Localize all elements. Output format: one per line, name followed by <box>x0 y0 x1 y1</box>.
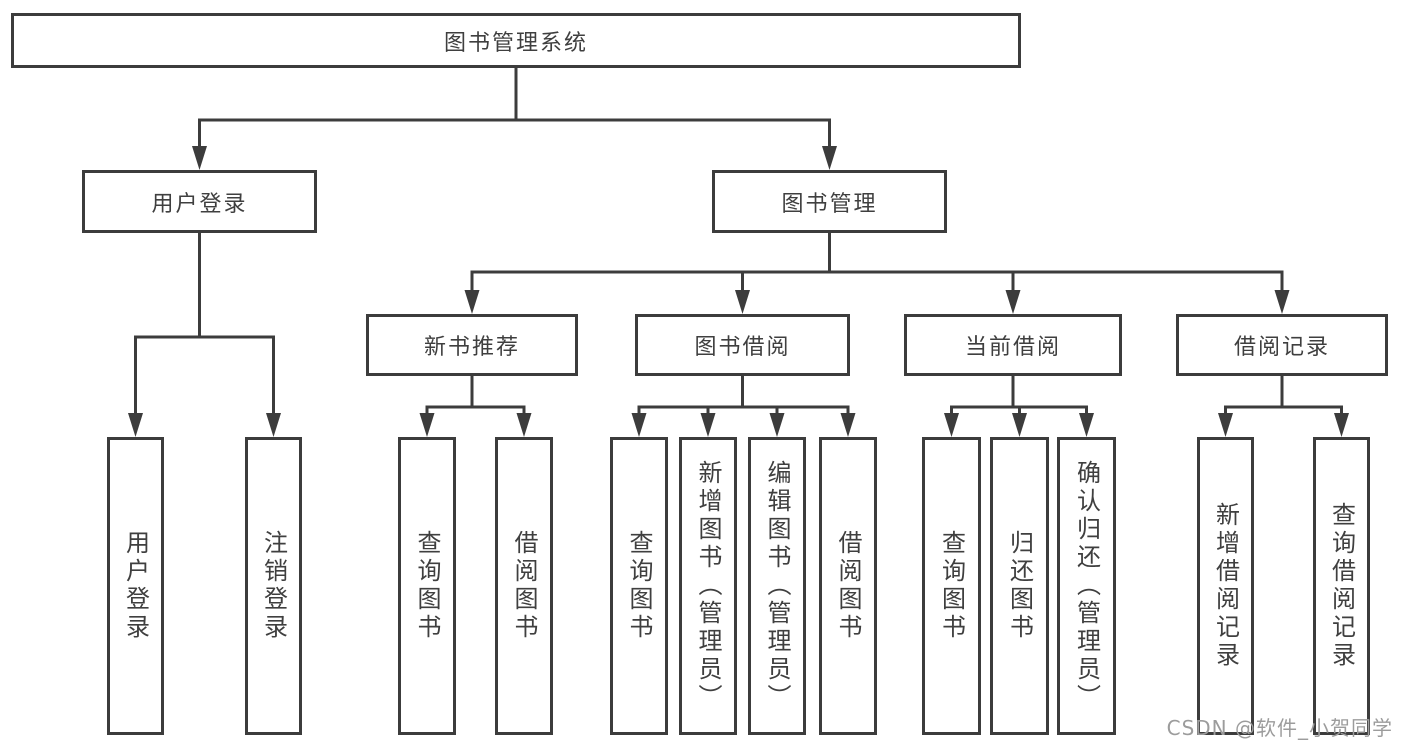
node-book-borrow-label: 图书借阅 <box>694 335 791 360</box>
leaf-borrow-books-1: 借阅图书 <box>495 437 553 735</box>
node-new-book-recommend: 新书推荐 <box>366 314 578 376</box>
leaf-borrow-books-1-label: 借阅图书 <box>510 530 538 642</box>
node-book-management: 图书管理 <box>712 170 947 233</box>
node-book-borrow: 图书借阅 <box>635 314 850 376</box>
leaf-logout: 注销登录 <box>245 437 302 735</box>
leaf-user-login-label: 用户登录 <box>121 530 150 642</box>
leaf-edit-books-admin: 编辑图书（管理员） <box>748 437 806 735</box>
csdn-watermark: CSDN @软件_小贺同学 <box>1166 716 1393 740</box>
leaf-add-borrow-record-label: 新增借阅记录 <box>1211 502 1240 670</box>
leaf-query-books-2-label: 查询图书 <box>625 530 653 642</box>
node-root: 图书管理系统 <box>11 13 1021 68</box>
leaf-add-books-admin-label: 新增图书（管理员） <box>694 460 722 712</box>
node-new-book-recommend-label: 新书推荐 <box>423 335 520 360</box>
leaf-query-books-1-label: 查询图书 <box>413 530 441 642</box>
node-borrow-records-label: 借阅记录 <box>1233 335 1330 360</box>
node-user-login: 用户登录 <box>82 170 317 233</box>
leaf-query-borrow-record: 查询借阅记录 <box>1313 437 1370 735</box>
leaf-query-books-1: 查询图书 <box>398 437 456 735</box>
leaf-confirm-return-admin-label: 确认归还（管理员） <box>1072 460 1101 712</box>
node-current-borrow-label: 当前借阅 <box>964 335 1061 360</box>
node-current-borrow: 当前借阅 <box>904 314 1122 376</box>
leaf-borrow-books-2: 借阅图书 <box>819 437 877 735</box>
node-book-management-label: 图书管理 <box>781 191 878 217</box>
leaf-borrow-books-2-label: 借阅图书 <box>834 530 862 642</box>
leaf-add-borrow-record: 新增借阅记录 <box>1197 437 1254 735</box>
leaf-edit-books-admin-label: 编辑图书（管理员） <box>763 460 791 712</box>
leaf-query-books-3-label: 查询图书 <box>937 530 966 642</box>
node-borrow-records: 借阅记录 <box>1176 314 1388 376</box>
leaf-confirm-return-admin: 确认归还（管理员） <box>1057 437 1116 735</box>
node-user-login-label: 用户登录 <box>151 191 248 217</box>
leaf-logout-label: 注销登录 <box>259 530 288 642</box>
leaf-return-books-label: 归还图书 <box>1005 530 1034 642</box>
leaf-query-books-2: 查询图书 <box>610 437 668 735</box>
leaf-add-books-admin: 新增图书（管理员） <box>679 437 737 735</box>
leaf-return-books: 归还图书 <box>990 437 1049 735</box>
leaf-query-books-3: 查询图书 <box>922 437 981 735</box>
node-root-label: 图书管理系统 <box>443 30 588 56</box>
leaf-user-login: 用户登录 <box>107 437 164 735</box>
leaf-query-borrow-record-label: 查询借阅记录 <box>1327 502 1356 670</box>
